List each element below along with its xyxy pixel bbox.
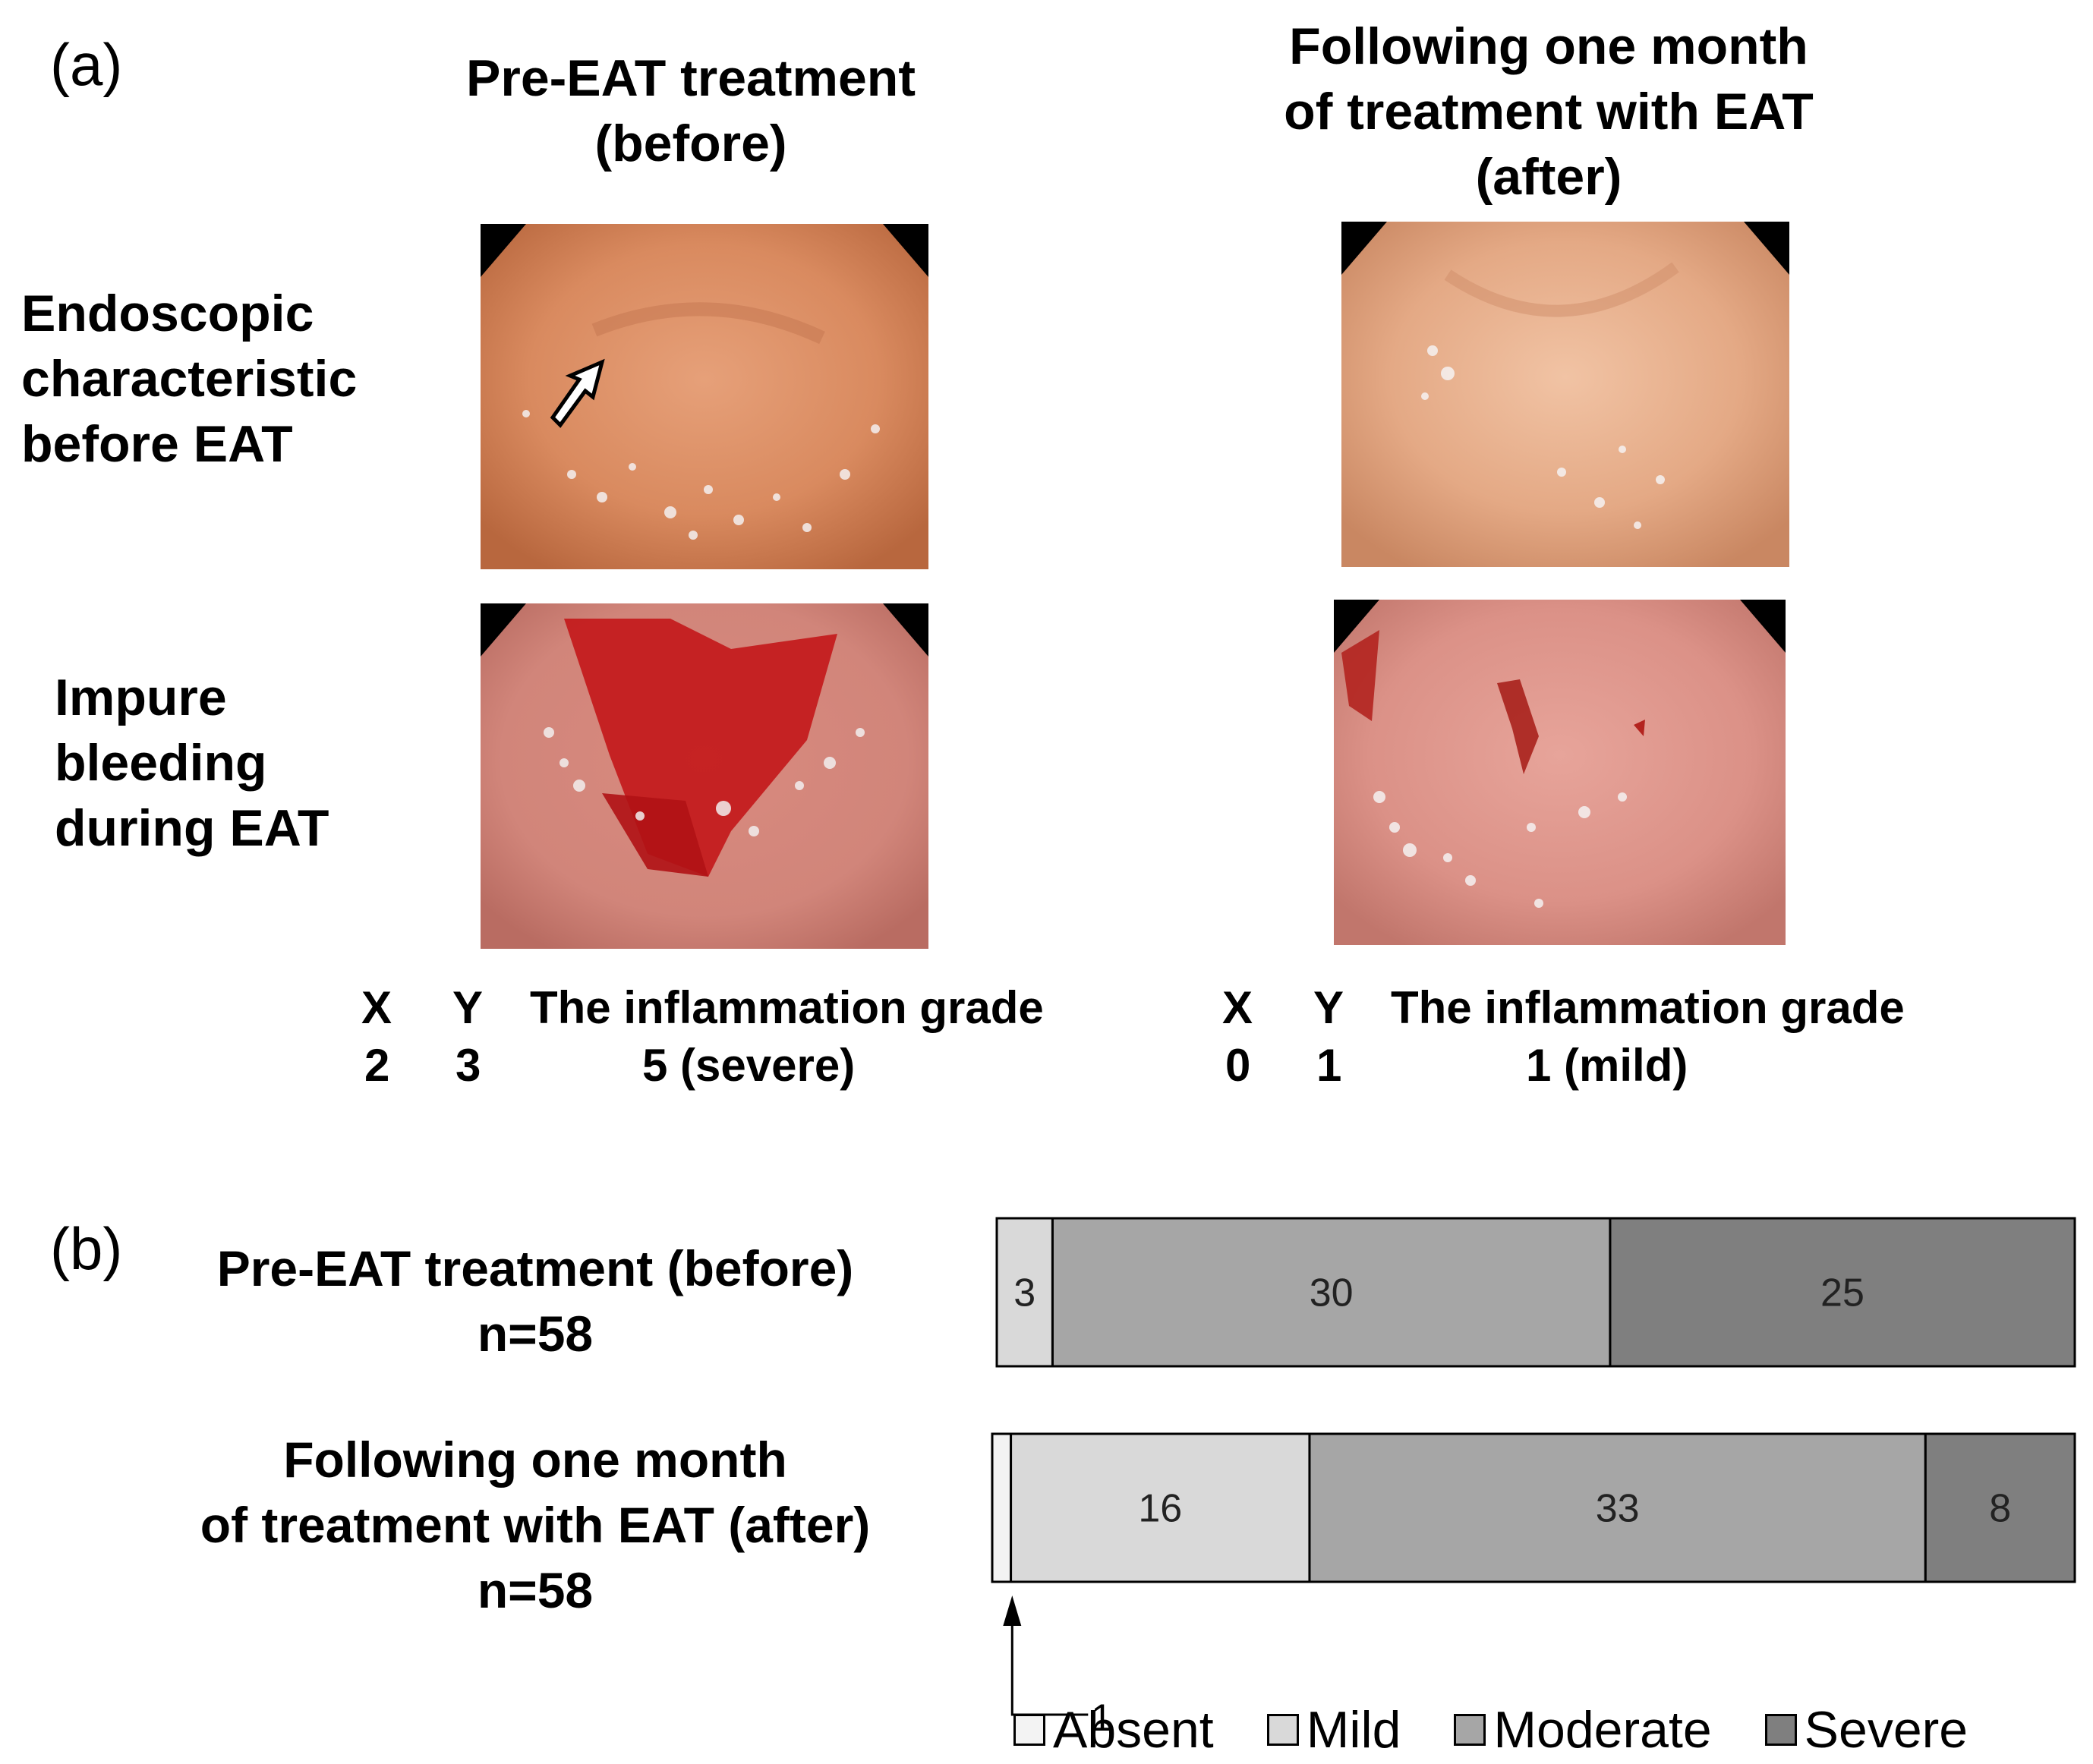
grade-table-before: X Y The inflammation grade 2 3 5 (severe…: [361, 979, 1075, 1101]
row-label-endoscopic-line1: Endoscopic: [21, 285, 314, 342]
row-label-bleeding-line2: bleeding: [55, 734, 267, 792]
bar-absent-after: [991, 1432, 1013, 1583]
bar-severe-before: [1609, 1217, 2076, 1368]
endoscopy-image-before-1: [481, 224, 928, 569]
callout-label: 1: [1091, 1696, 1112, 1739]
column-header-before-line1: Pre-EAT treatment: [466, 49, 916, 107]
grade-before-y-head: Y: [452, 982, 484, 1033]
column-header-after: Following one month of treatment with EA…: [1230, 14, 1868, 209]
bar-label-severe-before: 25: [1820, 1271, 1864, 1315]
bar-moderate-after: [1308, 1432, 1927, 1583]
row-label-endoscopic-line3: before EAT: [21, 415, 293, 473]
grade-after-x-head: X: [1222, 982, 1253, 1033]
grade-after-y-value: 1: [1316, 1040, 1342, 1091]
column-header-after-line3: (after): [1475, 148, 1622, 206]
grade-before-y-value: 3: [455, 1040, 481, 1091]
grade-before-grade-head: The inflammation grade: [530, 982, 1044, 1033]
row-label-bleeding-line3: during EAT: [55, 799, 329, 857]
legend-swatch-severe: [1764, 1714, 1797, 1746]
callout-line: [1010, 1624, 1089, 1716]
grade-before-grade-value: 5 (severe): [642, 1040, 856, 1091]
legend-item-severe: Severe: [1764, 1700, 1968, 1759]
row-label-bleeding: Impure bleeding during EAT: [55, 665, 329, 861]
bar-label-moderate-before: 30: [1310, 1271, 1354, 1315]
bar-label-mild-before: 3: [1013, 1271, 1035, 1315]
bar-mild-after: [1010, 1432, 1311, 1583]
bar-label-severe-after: 8: [1989, 1487, 2011, 1531]
arrow-icon: [550, 358, 605, 428]
grade-after-x-value: 0: [1225, 1040, 1251, 1091]
row-label-b-after-line1: Following one month: [283, 1432, 787, 1488]
row-label-b-before-line2: n=58: [477, 1306, 594, 1362]
row-label-endoscopic-line2: characteristic: [21, 350, 358, 408]
legend-item-moderate: Moderate: [1454, 1700, 1712, 1759]
column-header-before-line2: (before): [594, 115, 787, 172]
bar-moderate-before: [1051, 1217, 1612, 1368]
row-label-b-after-line2: of treatment with EAT (after): [200, 1497, 871, 1553]
bar-label-moderate-after: 33: [1596, 1487, 1640, 1531]
legend-label-moderate: Moderate: [1493, 1701, 1712, 1759]
legend-swatch-mild: [1266, 1714, 1299, 1746]
grade-after-grade-head: The inflammation grade: [1391, 982, 1905, 1033]
grade-after-y-head: Y: [1313, 982, 1344, 1033]
panel-a-label: (a): [50, 31, 123, 98]
grade-before-x-value: 2: [364, 1040, 390, 1091]
legend-label-absent: Absent: [1053, 1701, 1214, 1759]
row-label-b-before: Pre-EAT treatment (before) n=58: [137, 1236, 934, 1366]
row-label-endoscopic: Endoscopic characteristic before EAT: [21, 281, 357, 477]
bar-label-mild-after: 16: [1138, 1487, 1182, 1531]
legend-item-absent: Absent: [1013, 1700, 1214, 1759]
callout-arrow-icon: [1003, 1595, 1022, 1626]
legend-label-severe: Severe: [1804, 1701, 1968, 1759]
row-label-bleeding-line1: Impure: [55, 669, 227, 726]
row-label-b-after-line3: n=58: [477, 1562, 594, 1618]
grade-after-grade-value: 1 (mild): [1526, 1040, 1688, 1091]
endoscopy-image-after-2: [1334, 600, 1786, 945]
column-header-before: Pre-EAT treatment (before): [395, 46, 987, 176]
bar-severe-after: [1924, 1432, 2076, 1583]
grade-table-after: X Y The inflammation grade 0 1 1 (mild): [1222, 979, 1936, 1101]
legend: Absent Mild Moderate Severe: [1013, 1700, 1968, 1759]
row-label-b-after: Following one month of treatment with EA…: [137, 1427, 934, 1623]
column-header-after-line1: Following one month: [1289, 17, 1808, 75]
bar-mild-before: [995, 1217, 1054, 1368]
row-label-b-before-line1: Pre-EAT treatment (before): [216, 1240, 854, 1296]
legend-swatch-moderate: [1454, 1714, 1486, 1746]
endoscopy-image-before-2: [481, 603, 928, 949]
grade-before-x-head: X: [361, 982, 392, 1033]
panel-b-label: (b): [50, 1215, 123, 1282]
legend-swatch-absent: [1013, 1714, 1045, 1746]
legend-item-mild: Mild: [1266, 1700, 1401, 1759]
column-header-after-line2: of treatment with EAT: [1284, 83, 1814, 140]
legend-label-mild: Mild: [1306, 1701, 1401, 1759]
endoscopy-image-after-1: [1341, 222, 1789, 567]
